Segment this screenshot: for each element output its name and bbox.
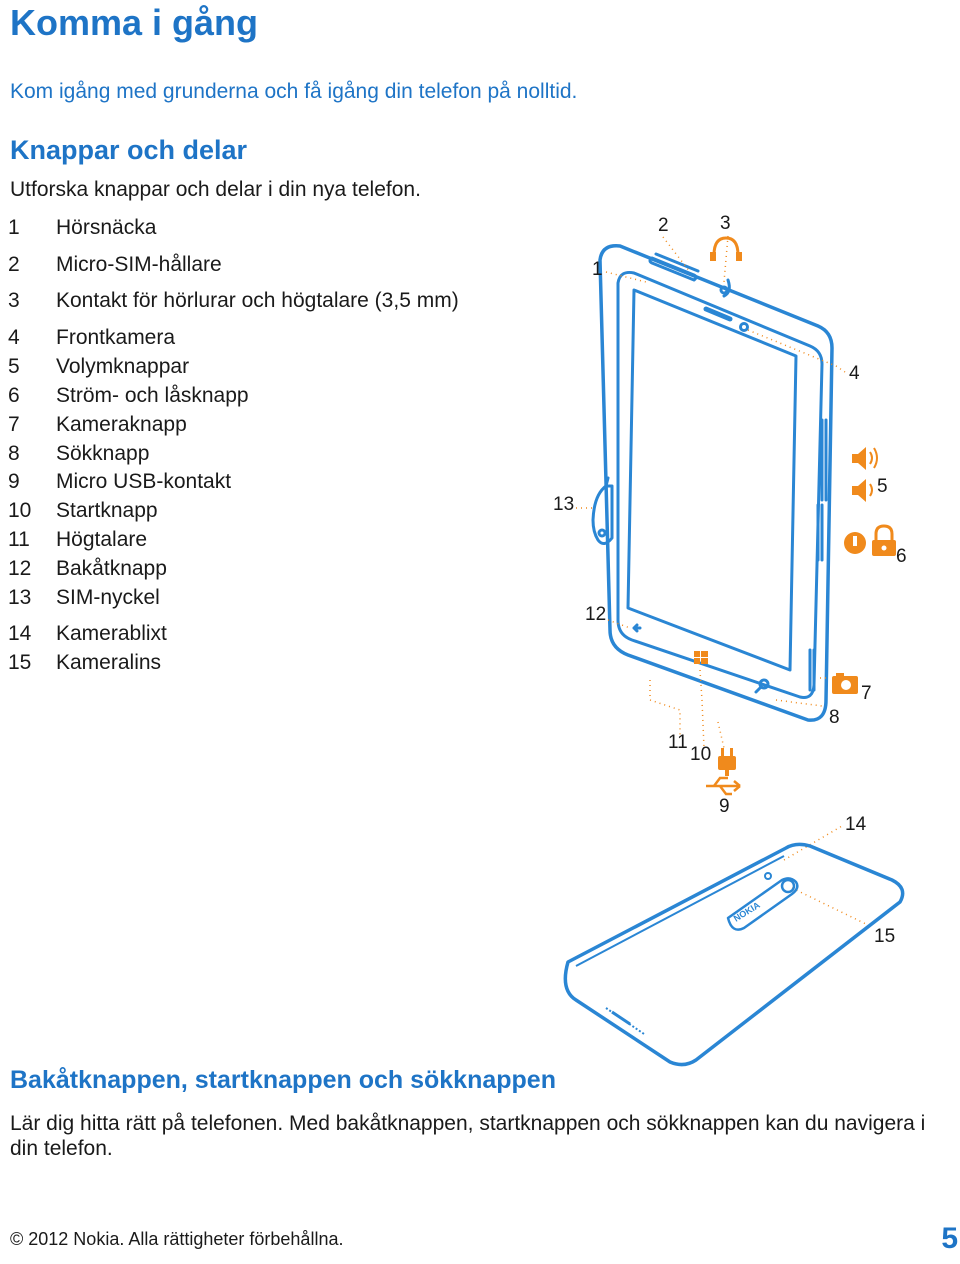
label-9: 9 <box>719 796 730 817</box>
label-11: 11 <box>668 732 688 753</box>
list-item: 10 Startknapp <box>8 499 158 523</box>
phone-front-drawing <box>591 244 834 722</box>
part-number: 4 <box>8 326 20 349</box>
list-item: 11 Högtalare <box>8 528 147 552</box>
part-label: Högtalare <box>56 528 148 551</box>
part-number: 15 <box>8 651 32 674</box>
list-item: 13 SIM-nyckel <box>8 586 160 610</box>
part-number: 11 <box>8 528 30 551</box>
part-label: SIM-nyckel <box>56 586 160 609</box>
list-item: 8 Sökknapp <box>8 442 149 466</box>
headset-icon <box>710 236 742 261</box>
section-heading-buttons-parts: Knappar och delar <box>10 135 248 165</box>
label-13: 13 <box>553 494 574 515</box>
label-12: 12 <box>585 604 606 625</box>
label-14: 14 <box>845 814 867 835</box>
part-number: 14 <box>8 622 32 645</box>
camera-icon <box>832 673 858 694</box>
part-number: 3 <box>8 289 20 312</box>
part-label: Kontakt för hörlurar och högtalare (3,5 … <box>56 289 459 312</box>
power-icon <box>844 532 866 554</box>
list-item: 3 Kontakt för hörlurar och högtalare (3,5… <box>8 289 459 313</box>
volume-down-icon <box>852 479 873 502</box>
section-intro-text: Utforska knappar och delar i din nya tel… <box>10 178 421 201</box>
label-4: 4 <box>849 363 860 384</box>
part-number: 10 <box>8 499 32 522</box>
list-item: 1 Hörsnäcka <box>8 216 156 240</box>
phone-back-drawing <box>563 842 905 1067</box>
label-10: 10 <box>690 744 711 765</box>
part-number: 8 <box>8 442 20 465</box>
part-label: Kameraknapp <box>56 413 187 436</box>
part-number: 5 <box>8 355 20 378</box>
lock-icon <box>872 524 896 556</box>
label-7: 7 <box>861 683 872 704</box>
label-2: 2 <box>658 215 669 236</box>
label-3: 3 <box>720 213 731 234</box>
windows-logo-icon <box>694 651 708 664</box>
part-number: 9 <box>8 470 20 493</box>
part-label: Kamerablixt <box>56 622 167 645</box>
part-label: Micro USB-kontakt <box>56 470 232 493</box>
label-6: 6 <box>896 546 907 567</box>
part-number: 7 <box>8 413 20 436</box>
part-label: Ström- och låsknapp <box>56 384 249 407</box>
list-item: 2 Micro-SIM-hållare <box>8 253 222 277</box>
part-label: Micro-SIM-hållare <box>56 253 222 276</box>
volume-up-icon <box>852 447 878 470</box>
part-label: Volymknappar <box>56 355 190 378</box>
list-item: 5 Volymknappar <box>8 355 189 379</box>
list-item: 14 Kamerablixt <box>8 622 167 646</box>
list-item: 4 Frontkamera <box>8 326 175 350</box>
page-number: 5 <box>941 1222 958 1255</box>
part-number: 2 <box>8 253 20 276</box>
copyright-footer: © 2012 Nokia. Alla rättigheter förbehåll… <box>10 1229 344 1249</box>
list-item: 9 Micro USB-kontakt <box>8 470 231 494</box>
section-body-text: Lär dig hitta rätt på telefonen. Med bak… <box>10 1112 926 1160</box>
page-title: Komma i gång <box>10 2 259 43</box>
part-number: 1 <box>8 216 20 239</box>
part-label: Startknapp <box>56 499 158 522</box>
part-label: Bakåtknapp <box>56 557 167 580</box>
part-label: Kameralins <box>56 651 162 674</box>
list-item: 6 Ström- och låsknapp <box>8 384 249 408</box>
callout-lines <box>576 235 871 927</box>
part-number: 12 <box>8 557 32 580</box>
list-item: 15 Kameralins <box>8 651 161 675</box>
label-1: 1 <box>592 259 603 280</box>
section-heading-nav-buttons: Bakåtknappen, startknappen och sökknappe… <box>10 1066 556 1094</box>
list-item: 7 Kameraknapp <box>8 413 187 437</box>
part-number: 13 <box>8 586 32 609</box>
part-number: 6 <box>8 384 20 407</box>
label-5: 5 <box>877 476 888 497</box>
part-label: Hörsnäcka <box>56 216 157 239</box>
list-item: 12 Bakåtknapp <box>8 557 167 581</box>
part-label: Sökknapp <box>56 442 150 465</box>
charger-plug-icon <box>718 748 736 776</box>
label-15: 15 <box>874 926 895 947</box>
label-8: 8 <box>829 707 840 728</box>
usb-icon <box>706 776 741 796</box>
intro-text: Kom igång med grunderna och få igång din… <box>10 80 578 103</box>
part-label: Frontkamera <box>56 326 176 349</box>
